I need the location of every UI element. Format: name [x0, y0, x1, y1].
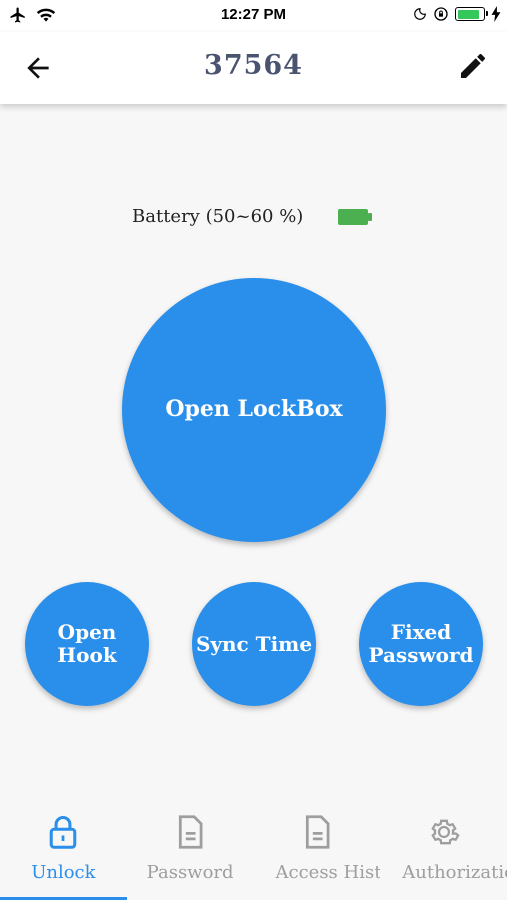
tab-access-history-label: Access History [275, 862, 381, 883]
edit-button[interactable] [457, 50, 489, 82]
bottom-tab-bar: Unlock Password Access History Authoriza… [0, 800, 507, 900]
document-icon [305, 815, 330, 849]
moon-icon [414, 8, 426, 20]
arrow-left-icon [27, 57, 49, 79]
open-lockbox-button[interactable]: Open LockBox [122, 278, 386, 542]
sync-time-button[interactable]: Sync Time [192, 582, 316, 706]
wifi-icon [36, 8, 56, 22]
sync-time-label: Sync Time [195, 631, 313, 656]
lock-icon [50, 815, 77, 849]
gear-icon [430, 819, 460, 845]
airplane-icon [10, 7, 25, 23]
open-hook-label: Open Hook [57, 620, 117, 667]
tab-access-history[interactable]: Access History [254, 800, 381, 900]
charging-icon [491, 6, 501, 22]
pencil-icon [461, 53, 485, 78]
tab-unlock[interactable]: Unlock [0, 800, 127, 900]
fixed-password-button[interactable]: Fixed Password [359, 582, 483, 706]
active-tab-indicator [0, 897, 127, 900]
status-time: 12:27 PM [220, 6, 287, 23]
app-bar: 37564 [0, 32, 507, 104]
tab-password-label: Password [146, 862, 234, 883]
battery-icon [455, 7, 488, 21]
page-title: 37564 [204, 50, 303, 81]
tab-authorization-label: Authorization [402, 862, 507, 883]
tab-authorization[interactable]: Authorization [380, 800, 507, 900]
back-button[interactable] [22, 52, 54, 84]
document-icon [179, 815, 203, 849]
battery-level-icon [338, 209, 372, 225]
open-hook-button[interactable]: Open Hook [25, 582, 149, 706]
orientation-lock-icon [434, 7, 448, 21]
tab-unlock-label: Unlock [31, 862, 96, 883]
open-lockbox-label: Open LockBox [165, 396, 343, 423]
status-bar: 12:27 PM [0, 0, 507, 32]
battery-label: Battery (50~60 %) [132, 206, 304, 227]
fixed-password-label: Fixed Password [368, 620, 474, 667]
tab-password[interactable]: Password [127, 800, 254, 900]
